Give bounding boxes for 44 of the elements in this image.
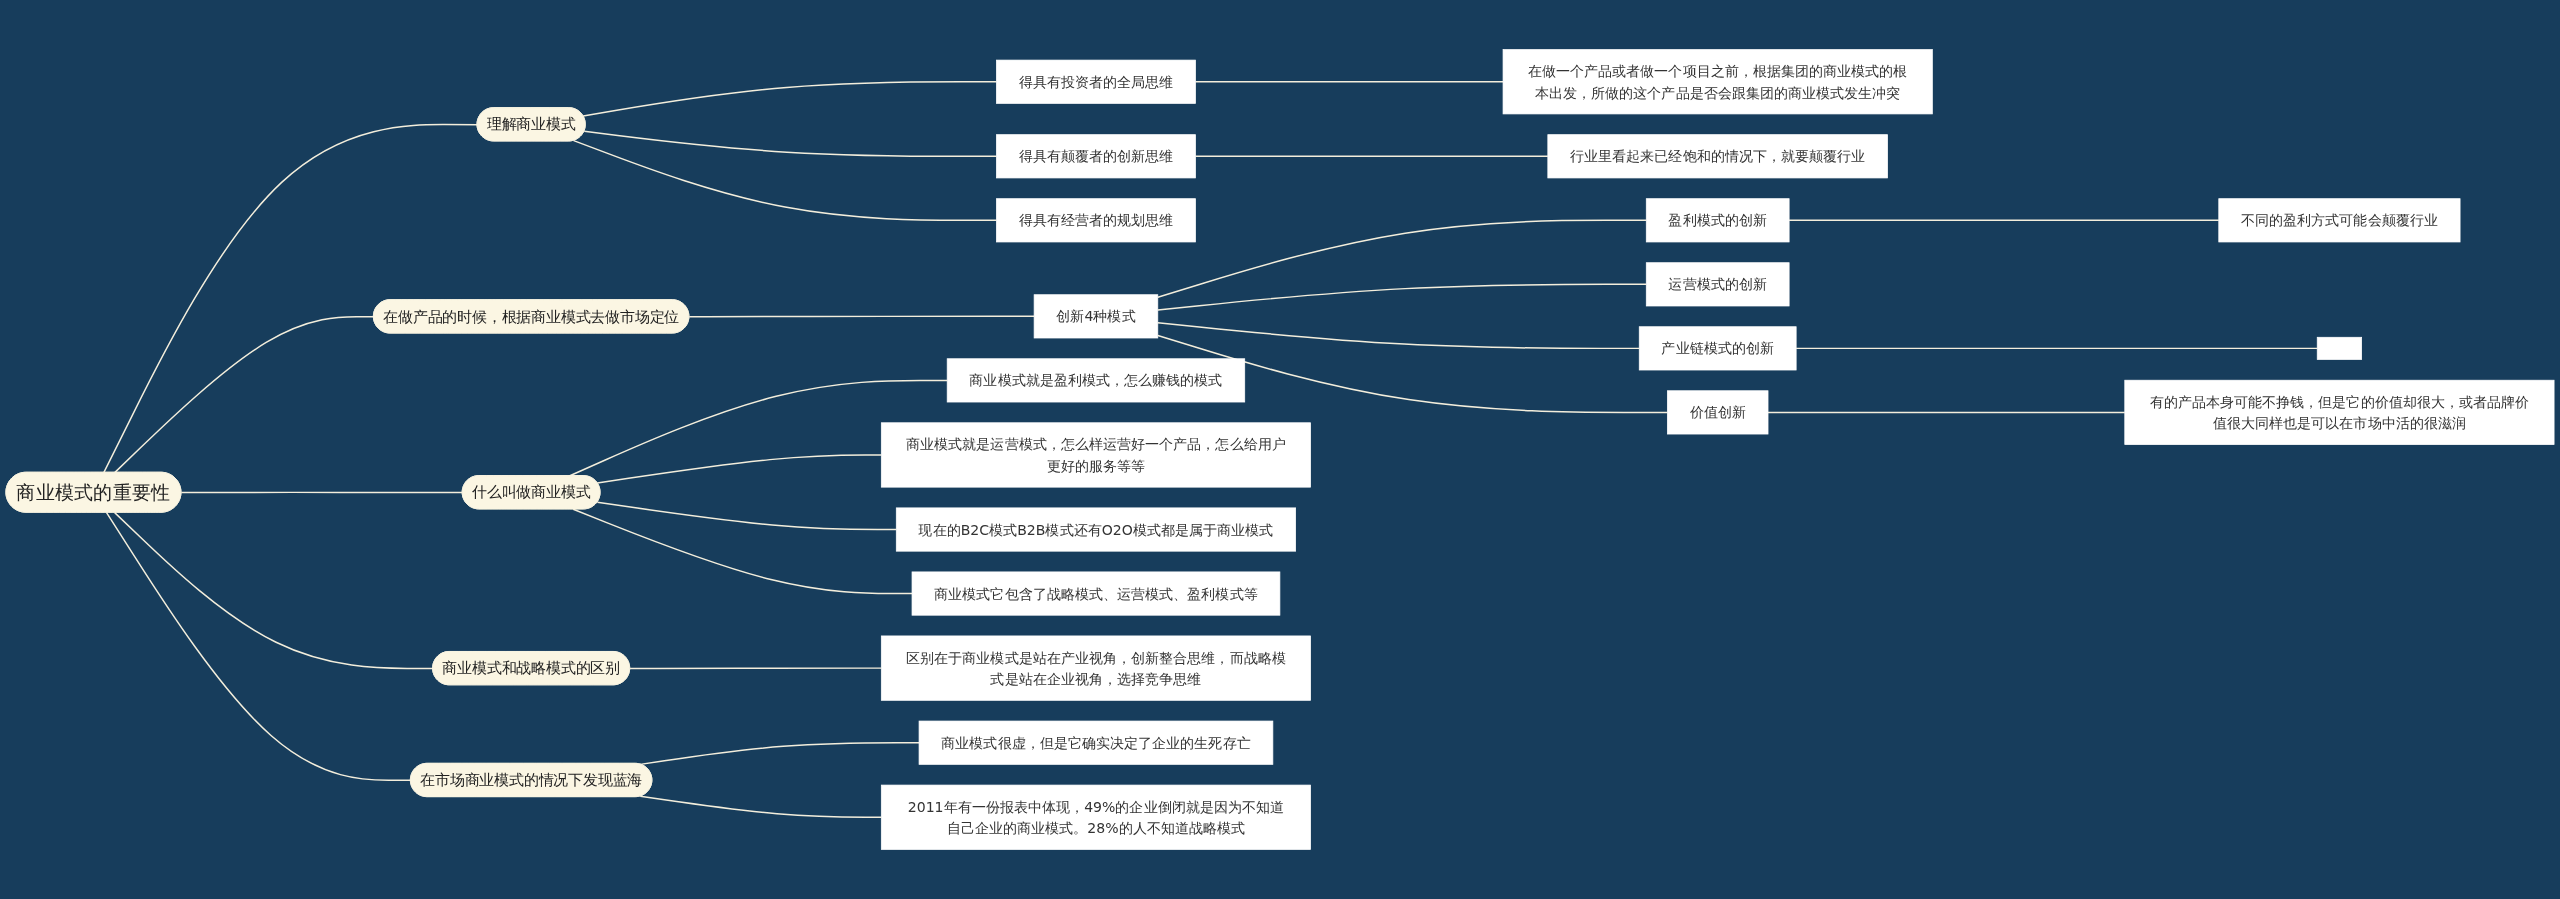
connector [1157, 334, 1669, 414]
connector [582, 81, 998, 117]
node-box: 价值创新 [1667, 390, 1769, 435]
node-box: 不同的盈利方式可能会颠覆行业 [2218, 198, 2461, 243]
node-box: 现在的B2C模式B2B模式还有O2O模式都是属于商业模式 [895, 507, 1296, 552]
connector [105, 511, 412, 782]
node-box: 行业里看起来已经饱和的情况下，就要颠覆行业 [1547, 134, 1888, 179]
connector [639, 741, 920, 766]
node-box: 运营模式的创新 [1645, 262, 1790, 307]
node-box: 2011年有一份报表中体现，49%的企业倒闭就是因为不知道自己企业的商业模式。28%的人不知道战略模式 [880, 784, 1311, 850]
connector [572, 508, 913, 595]
node-box [2316, 336, 2362, 360]
connector [1795, 347, 2318, 350]
node-box: 有的产品本身可能不挣钱，但是它的价值却很大，或者品牌价值很大同样也是可以在市场中活的很滋润 [2124, 379, 2555, 445]
node-box: 商业模式它包含了战略模式、运营模式、盈利模式等 [911, 571, 1281, 616]
node-box: 盈利模式的创新 [1645, 198, 1790, 243]
connector [1767, 411, 2126, 414]
connector [1194, 81, 1504, 83]
node-box: 得具有投资者的全局思维 [996, 59, 1196, 104]
node-box: 区别在于商业模式是站在产业视角，创新整合思维，而战略模式是站在企业视角，选择竞争思维 [880, 635, 1311, 701]
connector [1157, 283, 1647, 311]
connector [113, 511, 434, 670]
node-box: 在做一个产品或者做一个项目之前，根据集团的商业模式的根本出发，所做的这个产品是否会跟集团的商业模式发生冲突 [1502, 49, 1933, 115]
connector [1157, 219, 1647, 298]
connector [103, 123, 479, 474]
node-box: 商业模式就是盈利模式，怎么赚钱的模式 [946, 358, 1246, 403]
connector [1157, 322, 1640, 350]
connector [180, 491, 464, 494]
node-box: 商业模式就是运营模式，怎么样运营好一个产品，怎么给用户更好的服务等等 [880, 422, 1311, 488]
node-box: 产业链模式的创新 [1638, 326, 1797, 371]
connector [629, 667, 883, 670]
node-box: 得具有颠覆者的创新思维 [996, 134, 1196, 179]
connector [1194, 155, 1549, 158]
connector [583, 130, 998, 158]
node-box: 创新4种模式 [1033, 294, 1159, 339]
connector [639, 795, 883, 818]
connector [1788, 219, 2220, 222]
connector [572, 139, 998, 222]
connector [113, 315, 375, 474]
node-box: 得具有经营者的规划思维 [996, 198, 1196, 243]
connector [688, 315, 1035, 318]
connector [596, 454, 883, 484]
connector [596, 501, 897, 531]
node-box: 商业模式很虚，但是它确实决定了企业的生死存亡 [918, 720, 1274, 765]
